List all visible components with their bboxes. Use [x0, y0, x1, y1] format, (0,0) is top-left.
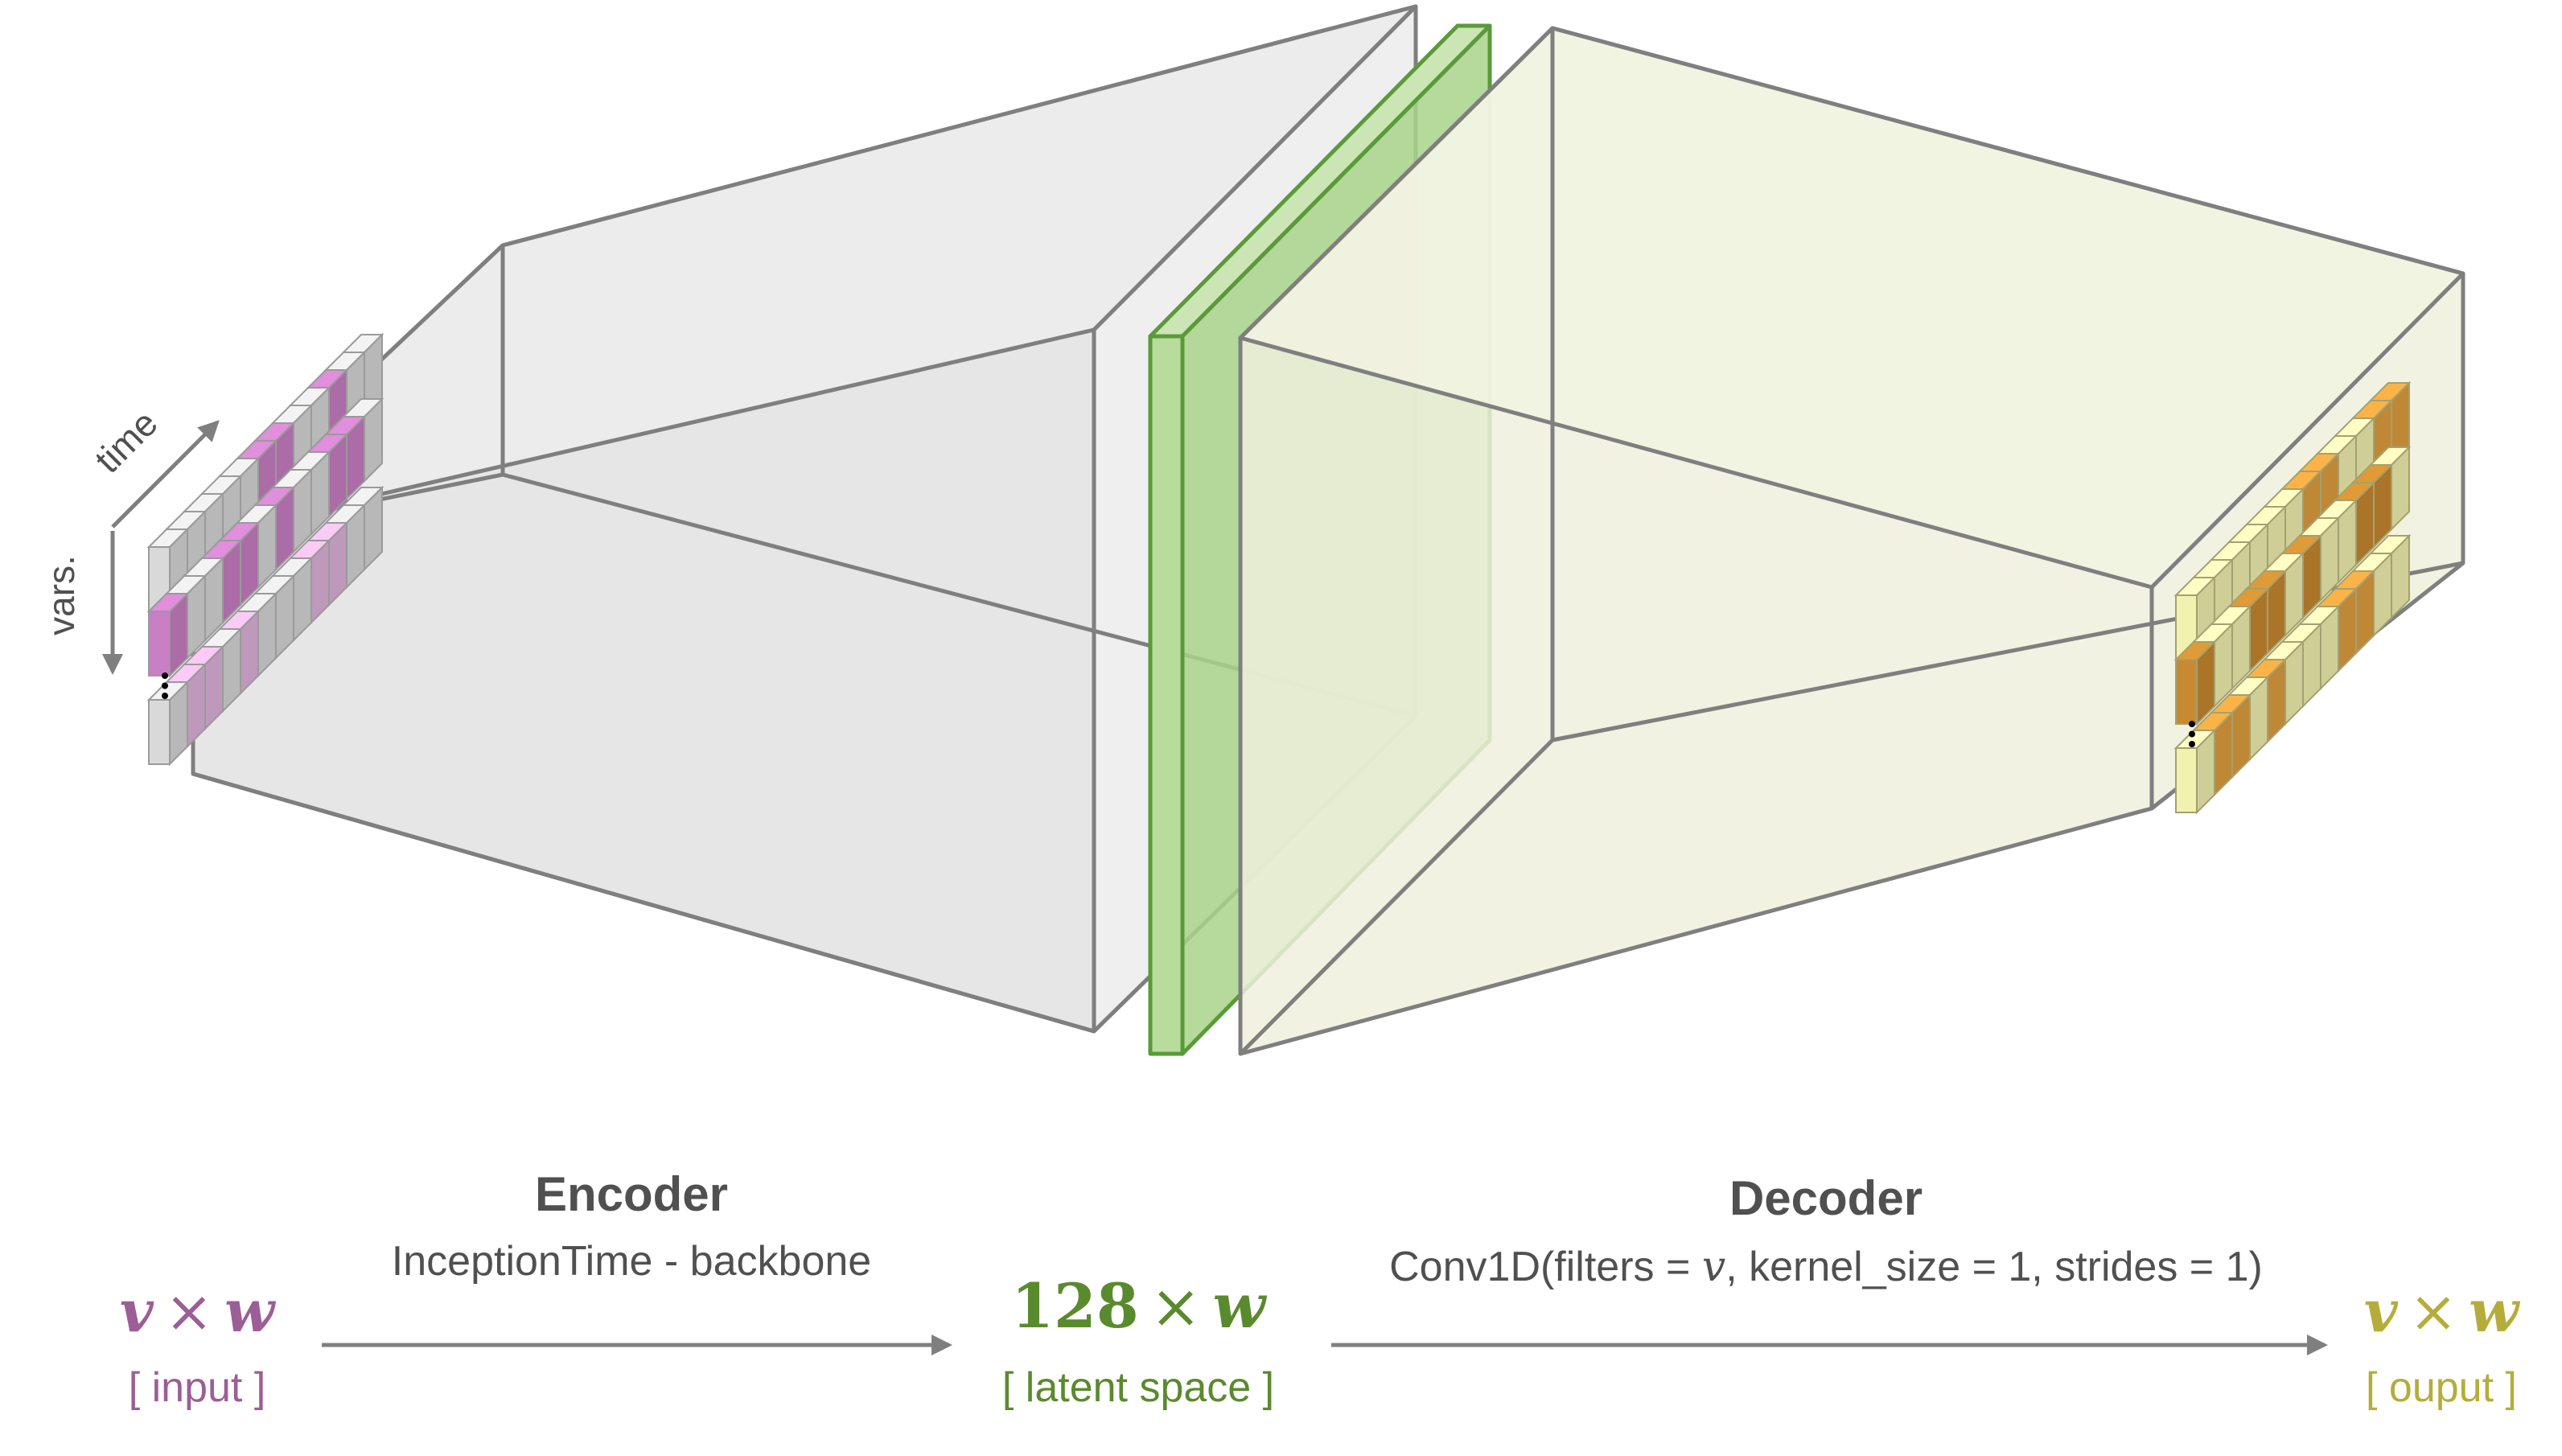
time-label: time: [87, 402, 166, 481]
encoder-inner-edge: [192, 771, 1095, 1034]
ellipsis-dot: [162, 682, 168, 689]
input-label: [ input ]: [129, 1364, 266, 1411]
ellipsis-dot: [162, 672, 168, 679]
input-times: ×: [165, 1277, 213, 1345]
latent-shape-label: 128×w [ latent space ]: [1002, 1270, 1274, 1411]
latent-times: ×: [1150, 1270, 1202, 1342]
output-w: w: [2469, 1277, 2521, 1345]
output-shape: v×w: [2364, 1277, 2521, 1345]
input-w: w: [224, 1277, 277, 1345]
ellipsis-dot: [2189, 721, 2195, 727]
tensor-cell-face: [148, 699, 171, 765]
decoder-subtitle: Conv1D(filters = v, kernel_size = 1, str…: [1389, 1243, 2263, 1291]
decoder-inner-edge: [1239, 738, 1554, 1055]
output-shape-label: v×w [ ouput ]: [2364, 1277, 2521, 1411]
tensor-cell-face: [2175, 659, 2198, 725]
tensor-cell-face: [148, 611, 171, 677]
input-tensor: [146, 332, 385, 767]
latent-front-face: [1148, 334, 1185, 1056]
latent-shape: 128×w: [1011, 1270, 1267, 1342]
encoder-caption: Encoder InceptionTime - backbone: [322, 1167, 952, 1355]
decoder-block: [1238, 26, 2465, 1056]
tensor-cell-face: [2175, 747, 2198, 813]
tensor-cell: [146, 527, 190, 614]
decoder-subtitle-prefix: Conv1D(filters =: [1389, 1244, 1702, 1290]
latent-w: w: [1212, 1270, 1267, 1342]
output-label: [ ouput ]: [2366, 1364, 2517, 1411]
tensor-cell: [146, 680, 190, 767]
ellipsis-dot: [2189, 741, 2195, 747]
input-var: v: [120, 1277, 154, 1345]
latent-num: 128: [1011, 1270, 1139, 1342]
ellipsis-dot: [2189, 730, 2195, 738]
encoder-title: Encoder: [535, 1167, 728, 1221]
decoder-top-face: [1238, 26, 2465, 590]
decoder-subtitle-suffix: , kernel_size = 1, strides = 1): [1725, 1244, 2263, 1290]
input-shape: v×w: [120, 1277, 277, 1345]
tensor-cell: [2173, 728, 2217, 815]
latent-label: [ latent space ]: [1002, 1364, 1274, 1411]
tensor-cell: [146, 591, 190, 678]
output-times: ×: [2409, 1277, 2457, 1345]
tensor-cell: [2173, 640, 2217, 726]
time-arrow: [111, 420, 220, 529]
decoder-title: Decoder: [1729, 1171, 1923, 1225]
vars-label: vars.: [40, 555, 82, 635]
decoder-caption: Decoder Conv1D(filters = v, kernel_size …: [1331, 1171, 2328, 1355]
ellipsis-dot: [162, 693, 168, 699]
decoder-subtitle-var: v: [1702, 1243, 1725, 1291]
output-tensor: [2173, 380, 2412, 815]
output-var: v: [2364, 1277, 2399, 1345]
encoder-subtitle: InceptionTime - backbone: [392, 1238, 871, 1285]
input-shape-label: v×w [ input ]: [120, 1277, 277, 1411]
